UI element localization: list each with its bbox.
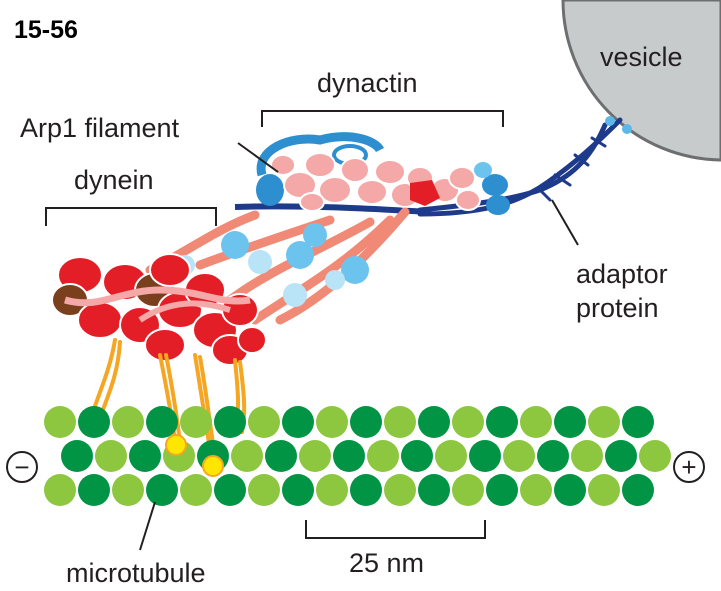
tubulin-subunit xyxy=(214,406,246,438)
tubulin-subunit xyxy=(350,406,382,438)
vesicle-label: vesicle xyxy=(600,42,683,72)
tubulin-subunit xyxy=(248,474,280,506)
tubulin-subunit xyxy=(384,406,416,438)
tubulin-subunit xyxy=(316,406,348,438)
tubulin-subunit xyxy=(61,440,93,472)
tubulin-subunit xyxy=(248,406,280,438)
tubulin-subunit xyxy=(282,406,314,438)
tubulin-subunit xyxy=(282,474,314,506)
plus-symbol: + xyxy=(681,452,696,482)
dynein-bracket xyxy=(45,207,217,226)
light-chains xyxy=(175,223,369,307)
dynactin-bracket xyxy=(261,110,504,127)
scale-label: 25 nm xyxy=(349,548,424,578)
tubulin-subunit xyxy=(588,474,620,506)
tubulin-subunit xyxy=(112,474,144,506)
adaptor-label-line2: protein xyxy=(576,293,659,323)
tubulin-subunit xyxy=(622,406,654,438)
tubulin-subunit xyxy=(418,406,450,438)
microtubule-label: microtubule xyxy=(66,558,206,588)
tubulin-subunit xyxy=(129,440,161,472)
arp1-label: Arp1 filament xyxy=(20,113,180,143)
tubulin-subunit xyxy=(146,406,178,438)
tubulin-subunit xyxy=(44,474,76,506)
tubulin-subunit xyxy=(180,474,212,506)
tubulin-subunit xyxy=(78,474,110,506)
tubulin-subunit xyxy=(588,406,620,438)
tubulin-subunit xyxy=(316,474,348,506)
tubulin-subunit xyxy=(350,474,382,506)
figure-number: 15-56 xyxy=(14,16,78,44)
tubulin-subunit xyxy=(554,474,586,506)
arp1-pointer-line xyxy=(237,142,279,173)
adaptor-anchor-dot xyxy=(605,116,615,126)
minus-symbol: − xyxy=(14,452,29,482)
tubulin-subunit xyxy=(435,440,467,472)
tubulin-subunit xyxy=(231,440,263,472)
microtubule xyxy=(44,406,671,506)
tubulin-subunit xyxy=(469,440,501,472)
tubulin-subunit xyxy=(265,440,297,472)
tubulin-subunit xyxy=(554,406,586,438)
tubulin-subunit xyxy=(367,440,399,472)
tubulin-subunit xyxy=(622,474,654,506)
tubulin-subunit xyxy=(486,474,518,506)
tubulin-subunit xyxy=(384,474,416,506)
dynactin-complex xyxy=(234,132,510,215)
tubulin-subunit xyxy=(44,406,76,438)
tubulin-subunit xyxy=(214,474,246,506)
microtubule-pointer-line xyxy=(139,501,156,551)
adaptor-anchor-dot xyxy=(622,124,632,134)
tubulin-subunit xyxy=(571,440,603,472)
tubulin-subunit xyxy=(452,406,484,438)
tubulin-subunit xyxy=(299,440,331,472)
scale-bar xyxy=(305,520,486,539)
tubulin-subunit xyxy=(605,440,637,472)
tubulin-subunit xyxy=(520,474,552,506)
tubulin-subunit xyxy=(401,440,433,472)
tubulin-subunit xyxy=(146,474,178,506)
adaptor-pointer-line xyxy=(551,199,579,246)
tubulin-subunit xyxy=(486,406,518,438)
binding-site xyxy=(165,434,187,456)
tubulin-subunit xyxy=(537,440,569,472)
tubulin-subunit xyxy=(333,440,365,472)
tubulin-subunit xyxy=(520,406,552,438)
tubulin-subunit xyxy=(78,406,110,438)
binding-site xyxy=(202,455,224,477)
tubulin-subunit xyxy=(452,474,484,506)
dynein-motor-heads xyxy=(51,253,267,366)
vesicle: vesicle xyxy=(561,0,721,162)
dynactin-label: dynactin xyxy=(317,68,418,98)
dynein-label: dynein xyxy=(74,165,154,195)
tubulin-subunit xyxy=(180,406,212,438)
tubulin-subunit xyxy=(112,406,144,438)
tubulin-subunit xyxy=(95,440,127,472)
tubulin-subunit xyxy=(503,440,535,472)
tubulin-subunit xyxy=(418,474,450,506)
minus-end-marker: − xyxy=(6,451,38,483)
tubulin-subunit xyxy=(639,440,671,472)
plus-end-marker: + xyxy=(673,451,705,483)
adaptor-label-line1: adaptor xyxy=(576,259,668,289)
